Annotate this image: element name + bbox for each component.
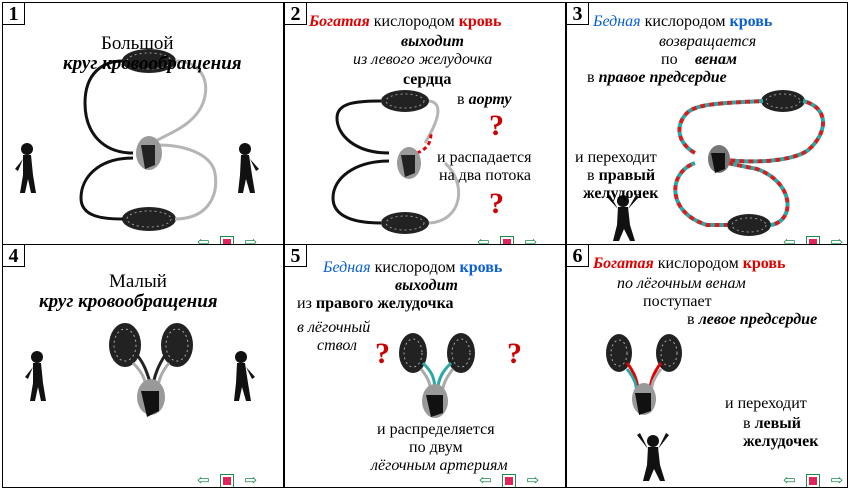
passes-text: и переходит — [575, 149, 657, 166]
pulmonary-circulation-diagram — [25, 323, 255, 417]
by-text: по — [661, 51, 678, 68]
question-mark-2: ? — [507, 337, 522, 370]
aorta-diagram — [331, 90, 461, 234]
oxygen-word: кислородом — [373, 13, 455, 30]
panel-number: 4 — [3, 245, 25, 267]
into-text: в — [457, 91, 465, 108]
into-text-2: в — [743, 415, 751, 432]
panel-subtitle: круг кровообращения — [63, 53, 242, 74]
slide-nav: ⇦ ⇨ — [477, 235, 537, 246]
ventricle-text: желудочек — [583, 185, 659, 202]
veins-text: венам — [695, 51, 737, 68]
left-ventricle-text: из левого желудочка — [353, 51, 493, 68]
pulmonary-veins-text: по лёгочным венам — [617, 275, 746, 292]
oxygen-word: кислородом — [374, 259, 456, 276]
enters-text: поступает — [643, 293, 712, 310]
stop-icon[interactable] — [220, 236, 234, 245]
stop-icon[interactable] — [500, 236, 514, 245]
blood-word: кровь — [458, 13, 502, 30]
next-arrow-icon[interactable]: ⇨ — [830, 473, 843, 488]
poor-word: Бедная — [323, 259, 371, 276]
prev-arrow-icon[interactable]: ⇦ — [783, 235, 796, 246]
returns-text: возвращается — [659, 33, 757, 50]
stop-icon[interactable] — [806, 474, 820, 487]
question-mark-1: ? — [375, 337, 390, 370]
ventricle-text: желудочек — [743, 433, 819, 450]
from-text: из — [297, 295, 312, 312]
question-mark-1: ? — [489, 109, 504, 142]
panel-subtitle: круг кровообращения — [39, 291, 218, 312]
arteries-text: лёгочным артериям — [371, 457, 508, 474]
next-arrow-icon[interactable]: ⇨ — [526, 473, 539, 488]
right-text: правый — [598, 167, 656, 184]
two-flows-text: на два потока — [439, 167, 532, 184]
slide-nav: ⇦ ⇨ — [197, 473, 257, 488]
systemic-circulation-diagram — [15, 49, 259, 231]
panel-2: 2 Богатая кислородом кровь выходит из ле… — [284, 2, 566, 246]
panel-title: Большой — [101, 33, 174, 54]
next-arrow-icon[interactable]: ⇨ — [830, 235, 843, 246]
left-text: левый — [754, 415, 801, 432]
prev-arrow-icon[interactable]: ⇦ — [783, 473, 796, 488]
into-text-2: в — [587, 167, 595, 184]
stop-icon[interactable] — [806, 236, 820, 245]
panel-number: 2 — [285, 3, 307, 25]
right-atrium-text: правое предсердие — [598, 69, 727, 86]
oxygen-word: кислородом — [657, 255, 739, 272]
pulmonary-trunk-diagram — [399, 333, 475, 418]
panel-number: 1 — [3, 3, 25, 25]
prev-arrow-icon[interactable]: ⇦ — [479, 473, 492, 488]
left-atrium-text: левое предсердие — [698, 311, 818, 328]
panel-number: 3 — [567, 3, 589, 25]
into-text: в — [587, 69, 595, 86]
slide-nav: ⇦ ⇨ — [479, 473, 539, 488]
stop-icon[interactable] — [220, 474, 234, 487]
rich-word: Богатая — [593, 255, 654, 272]
two-text: по двум — [409, 439, 463, 456]
panel-4: 4 Малый круг кровообращения ⇦ ⇨ — [2, 244, 284, 488]
veins-diagram — [607, 90, 825, 241]
panel-1: 1 Большой круг кровообращения ⇦ ⇨ — [2, 2, 284, 246]
prev-arrow-icon[interactable]: ⇦ — [477, 235, 490, 246]
prev-arrow-icon[interactable]: ⇦ — [197, 473, 210, 488]
rich-word: Богатая — [309, 13, 370, 30]
exits-text: выходит — [395, 277, 458, 294]
stop-icon[interactable] — [502, 474, 516, 487]
blood-word: кровь — [459, 259, 503, 276]
next-arrow-icon[interactable]: ⇨ — [244, 235, 257, 246]
blood-word: кровь — [729, 13, 773, 30]
heart-text: сердца — [403, 71, 452, 88]
exits-text: выходит — [401, 33, 464, 50]
panel-3: 3 Бедная кислородом кровь возвращается п… — [566, 2, 848, 246]
right-ventricle-text: правого желудочка — [315, 295, 454, 312]
panel-5: 5 Бедная кислородом кровь выходит из пра… — [284, 244, 566, 488]
splits-text: и распадается — [437, 149, 532, 166]
panel-title: Малый — [109, 271, 167, 292]
distributes-text: и распределяется — [377, 421, 495, 438]
pulmonary-veins-diagram — [606, 334, 682, 481]
next-arrow-icon[interactable]: ⇨ — [244, 473, 257, 488]
prev-arrow-icon[interactable]: ⇦ — [197, 235, 210, 246]
into-text: в — [687, 311, 695, 328]
aorta-text: аорту — [468, 91, 512, 108]
slide-nav: ⇦ ⇨ — [783, 235, 843, 246]
oxygen-word: кислородом — [644, 13, 726, 30]
question-mark-2: ? — [489, 187, 504, 220]
pulmonary-text: в лёгочный — [297, 319, 371, 336]
panel-number: 6 — [567, 245, 589, 267]
next-arrow-icon[interactable]: ⇨ — [524, 235, 537, 246]
poor-word: Бедная — [593, 13, 641, 30]
blood-word: кровь — [742, 255, 786, 272]
panel-6: 6 Богатая кислородом кровь по лёгочным в… — [566, 244, 848, 488]
slide-nav: ⇦ ⇨ — [197, 235, 257, 246]
trunk-text: ствол — [317, 337, 357, 354]
passes-text: и переходит — [725, 395, 807, 412]
slide-nav: ⇦ ⇨ — [783, 473, 843, 488]
panel-number: 5 — [285, 245, 307, 267]
